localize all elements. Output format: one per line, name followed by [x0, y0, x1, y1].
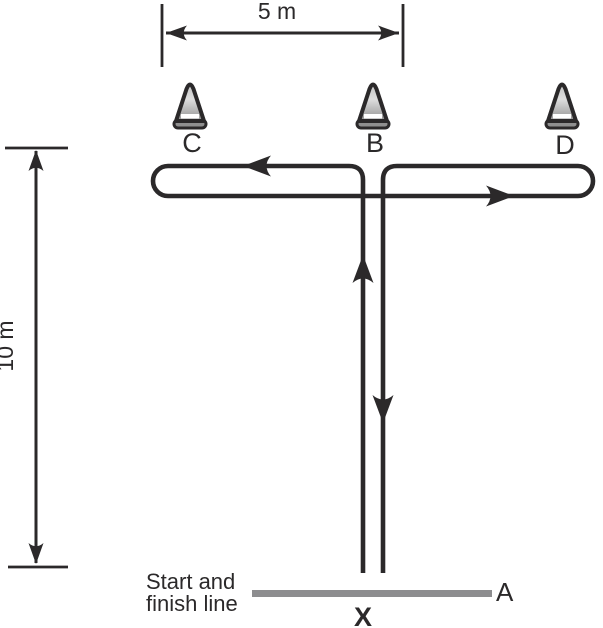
start-finish-line	[252, 590, 492, 597]
cone-b-label: B	[366, 128, 384, 158]
start-finish-caption-line2: finish line	[146, 591, 238, 616]
cone-c-icon	[172, 82, 208, 130]
start-finish-caption-line1: Start and	[146, 569, 235, 594]
cone-b-icon	[355, 82, 391, 130]
cone-d-icon	[544, 82, 580, 130]
cone-d-label: D	[555, 130, 575, 160]
course-path	[150, 155, 596, 573]
cone-c-label: C	[182, 128, 202, 158]
dimension-10m-label: 10 m	[0, 320, 18, 371]
dimension-10m: 10 m	[0, 146, 68, 569]
point-a-label: A	[496, 577, 514, 607]
point-x-label: X	[354, 602, 372, 628]
start-finish-group: Start and finish line A X	[146, 569, 514, 628]
dimension-5m: 5 m	[160, 0, 405, 67]
course-route-line	[150, 163, 596, 573]
dimension-5m-label: 5 m	[258, 0, 296, 24]
